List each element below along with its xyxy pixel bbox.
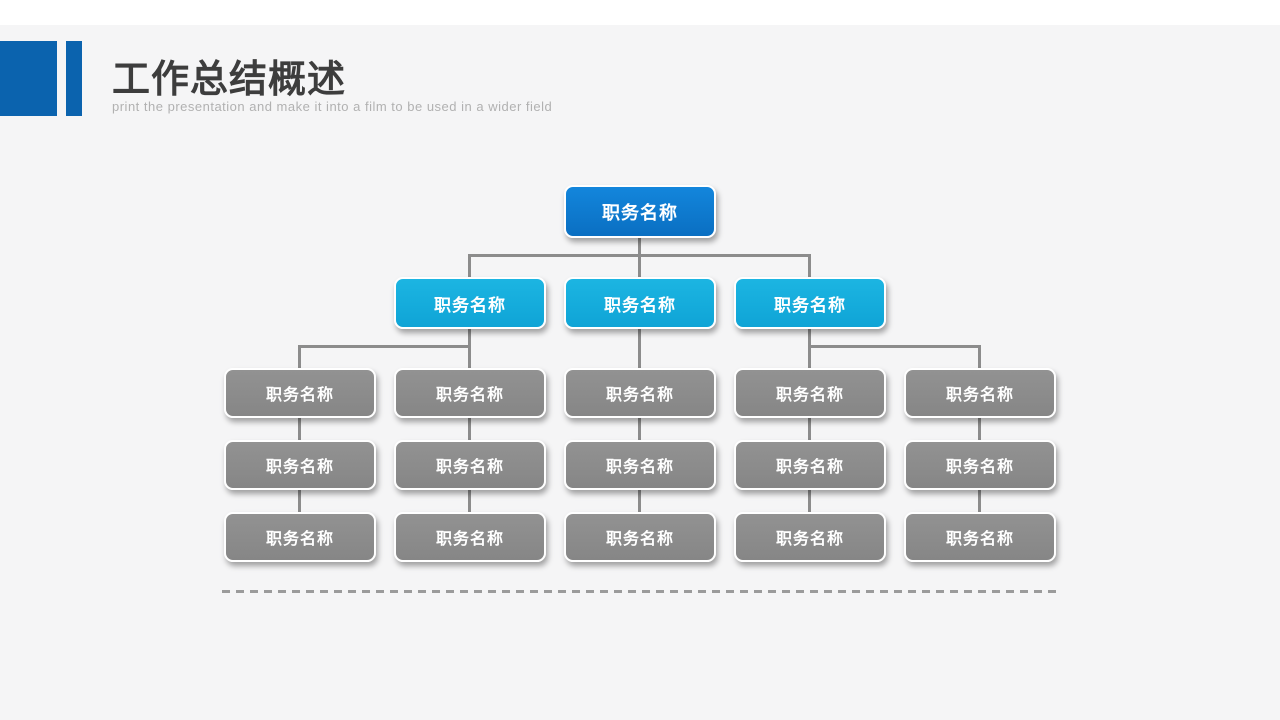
connector-line [468,486,471,514]
page-title: 工作总结概述 [112,59,347,101]
connector-line [638,329,641,370]
org-node-r1-c3: 职务名称 [564,368,716,418]
org-node-r3-c3: 职务名称 [564,512,716,562]
org-node-r3-c2: 职务名称 [394,512,546,562]
org-node-r1-c5: 职务名称 [904,368,1056,418]
connector-line [808,486,811,514]
connector-line [978,486,981,514]
org-node-branch-2: 职务名称 [564,277,716,329]
org-node-branch-3: 职务名称 [734,277,886,329]
org-node-r2-c5: 职务名称 [904,440,1056,490]
dashed-divider [222,590,1056,593]
connector-line [638,414,641,442]
accent-bar-decoration [66,41,82,116]
connector-line [978,414,981,442]
connector-line [468,254,811,257]
org-node-branch-1: 职务名称 [394,277,546,329]
connector-line [978,345,981,370]
page-subtitle: print the presentation and make it into … [112,99,553,114]
org-node-r2-c1: 职务名称 [224,440,376,490]
org-node-r2-c3: 职务名称 [564,440,716,490]
org-node-root: 职务名称 [564,185,716,238]
connector-line [808,329,811,370]
org-node-r1-c4: 职务名称 [734,368,886,418]
connector-line [298,486,301,514]
connector-line [468,414,471,442]
connector-line [808,345,981,348]
org-node-r3-c4: 职务名称 [734,512,886,562]
connector-line [808,414,811,442]
org-node-r2-c4: 职务名称 [734,440,886,490]
connector-line [298,345,301,370]
connector-line [298,345,471,348]
connector-line [468,329,471,370]
top-white-strip [0,0,1280,25]
org-node-r2-c2: 职务名称 [394,440,546,490]
connector-line [808,254,811,279]
accent-square-decoration [0,41,57,116]
connector-line [638,486,641,514]
org-node-r3-c5: 职务名称 [904,512,1056,562]
connector-line [638,237,641,279]
org-node-r1-c1: 职务名称 [224,368,376,418]
org-node-r1-c2: 职务名称 [394,368,546,418]
connector-line [468,254,471,279]
org-node-r3-c1: 职务名称 [224,512,376,562]
connector-line [298,414,301,442]
